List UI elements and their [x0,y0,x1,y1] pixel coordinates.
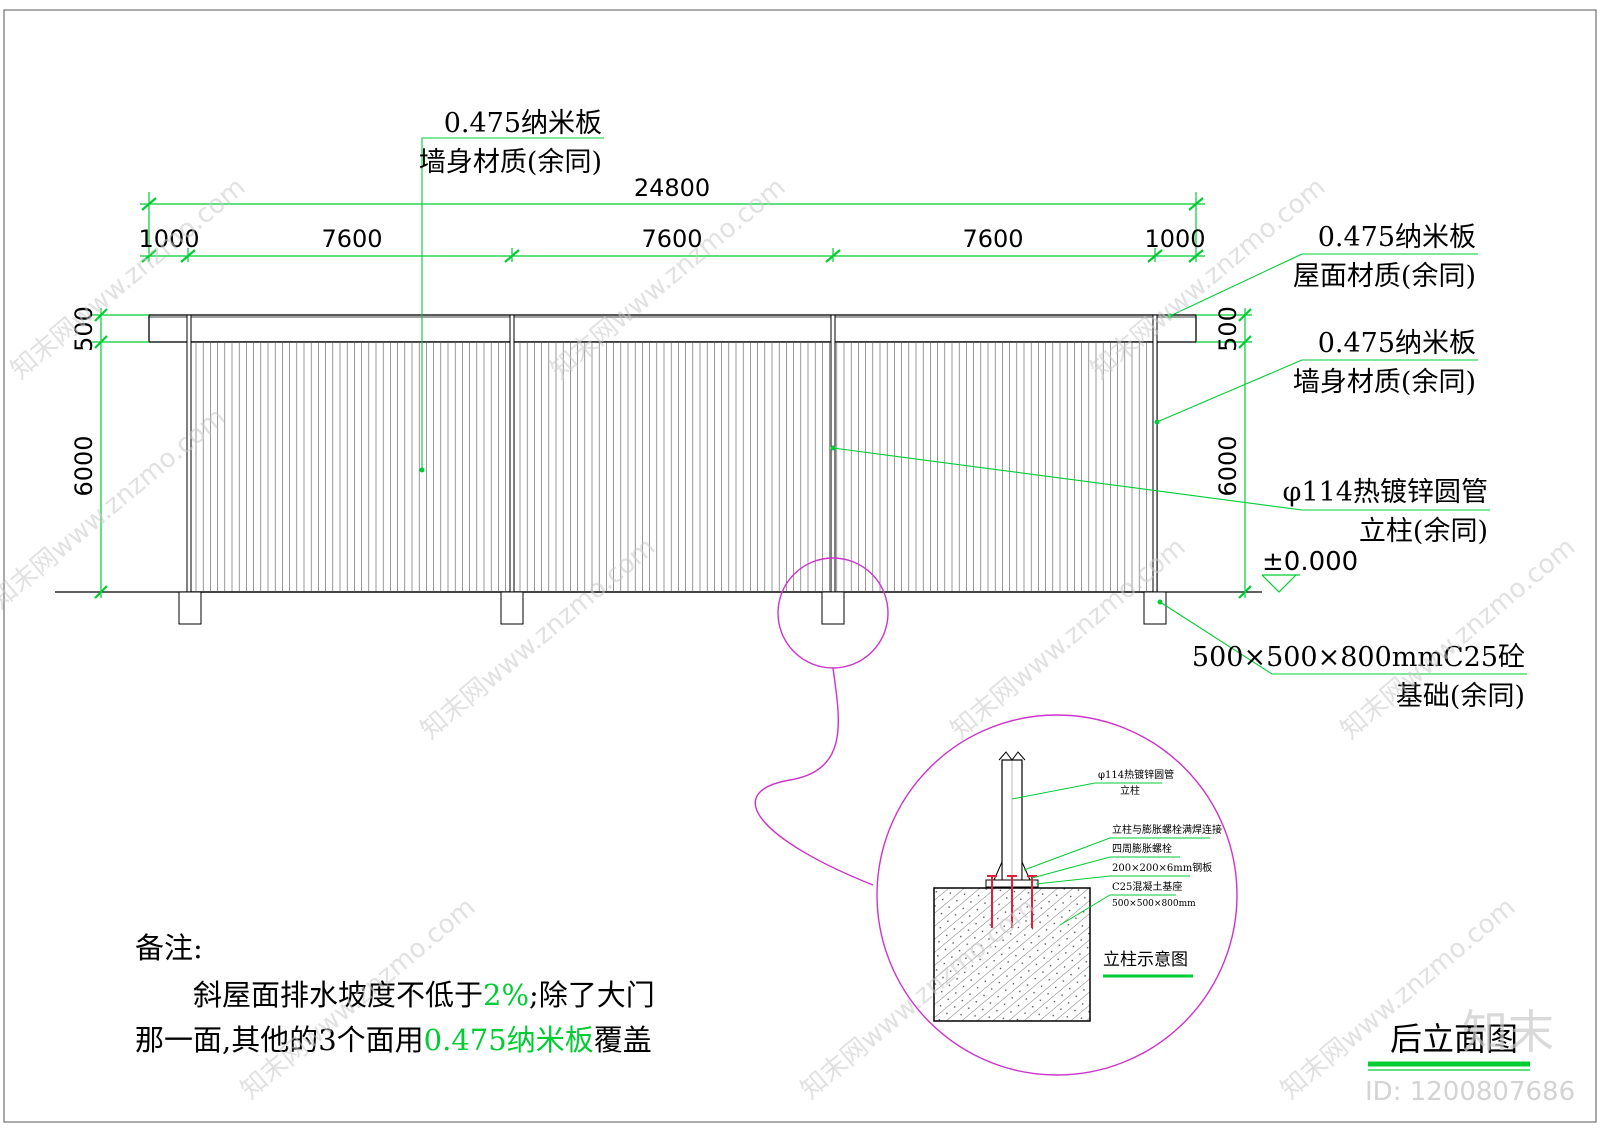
notes: 备注: 斜屋面排水坡度不低于2%;除了大门 那一面,其他的3个面用0.475纳米… [135,931,655,1057]
drawing-title: 后立面图 [1390,1020,1518,1058]
dimension-lines [92,192,1300,599]
label-top-panel-1: 0.475纳米板 [444,108,602,139]
roof-band [148,314,1197,343]
label-wall-2: 墙身材质(余同) [1293,367,1476,398]
dim-overall: 24800 [634,174,710,202]
label-roof-2: 屋面材质(余同) [1293,261,1476,292]
label-top-panel-2: 墙身材质(余同) [419,147,602,178]
detail-leaders [1011,782,1210,926]
wall-ribs [195,343,1154,591]
callout-connector [754,667,874,886]
detail-bolts: 四周膨胀螺栓 [1112,842,1172,855]
watermark-logo: 知末 [1462,1005,1554,1059]
watermark-id: ID: 1200807686 [1365,1077,1575,1107]
label-wall-1: 0.475纳米板 [1318,328,1476,359]
column-detail: φ114热镀锌圆管 立柱 立柱与膨胀螺栓满焊连接 四周膨胀螺栓 200×200×… [933,751,1222,1022]
label-column-1: φ114热镀锌圆管 [1283,477,1488,508]
watermarks: 知末网www.znzmo.com 知末网www.znzmo.com 知末网www… [0,172,1581,1107]
notes-heading: 备注: [135,931,203,965]
watermark-text: 知末网www.znzmo.com [1335,532,1581,745]
label-roof-1: 0.475纳米板 [1318,222,1476,253]
leader-lines [421,137,1527,675]
watermark-text: 知末网www.znzmo.com [1275,892,1521,1105]
detail-weld: 立柱与膨胀螺栓满焊连接 [1112,823,1222,836]
detail-callout [754,557,1238,1076]
wall-panel [187,341,1158,593]
detail-title: 立柱示意图 [1103,950,1188,970]
label-foundation-2: 基础(余同) [1396,681,1525,712]
dim-bay-2: 7600 [641,225,702,253]
label-column-2: 立柱(余同) [1359,516,1488,547]
dim-wall-left: 6000 [70,435,98,496]
leader-dots [419,313,1173,605]
foundations [178,591,1167,625]
dim-roof-left: 500 [70,306,98,352]
elevation-mark: ±0.000 [1262,547,1358,577]
expansion-bolts [987,875,1037,928]
dim-roof-right: 500 [1214,306,1242,352]
detail-pipe-1: φ114热镀锌圆管 [1098,768,1174,781]
notes-line-1: 斜屋面排水坡度不低于2%;除了大门 [193,978,655,1012]
detail-base-2: 500×500×800mm [1112,899,1196,909]
dim-bay-1: 7600 [321,225,382,253]
detail-base-1: C25混凝土基座 [1112,880,1182,893]
label-foundation-1: 500×500×800mmC25砼 [1192,642,1525,673]
detail-pipe-2: 立柱 [1120,784,1140,797]
building-elevation [55,314,1262,625]
detail-plate: 200×200×6mm钢板 [1112,861,1212,874]
callout-circle-large [876,714,1238,1076]
dim-bay-3: 7600 [962,225,1023,253]
drawing-frame [3,9,1597,1123]
dim-wall-right: 6000 [1214,435,1242,496]
dim-edge-right: 1000 [1144,225,1205,253]
notes-line-2: 那一面,其他的3个面用0.475纳米板覆盖 [135,1023,652,1057]
dim-edge-left: 1000 [138,225,199,253]
